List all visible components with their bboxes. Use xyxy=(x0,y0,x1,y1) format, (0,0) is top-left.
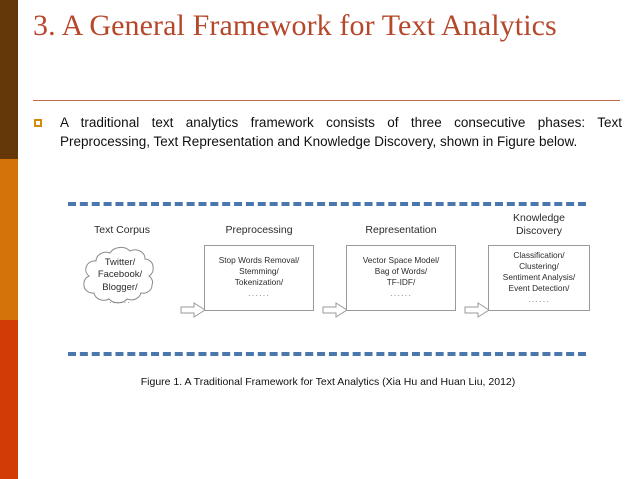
accent-segment-red-orange xyxy=(0,320,18,479)
representation-line-2: Bag of Words/ xyxy=(374,266,428,276)
title-divider-rule xyxy=(33,100,620,101)
representation-line-1: Vector Space Model/ xyxy=(362,255,440,265)
knowledge-line-1: Classification/ xyxy=(513,250,565,260)
page-title: 3. A General Framework for Text Analytic… xyxy=(33,9,557,42)
accent-segment-orange xyxy=(0,159,18,320)
stage-label-text-corpus: Text Corpus xyxy=(93,224,151,236)
cloud-line-3: Blogger/ xyxy=(102,281,138,293)
pipeline-stages: Text Corpus Twitter/ Facebook/ Blogger/ … xyxy=(66,212,596,342)
preprocessing-ellipsis: ······ xyxy=(248,291,270,300)
cloud-line-1: Twitter/ xyxy=(104,256,136,268)
right-arrow-icon-3 xyxy=(464,302,490,318)
cloud-text: Twitter/ Facebook/ Blogger/ ······ xyxy=(72,257,168,310)
stage-label-knowledge-discovery: Knowledge Discovery xyxy=(513,212,565,237)
knowledge-line-4: Event Detection/ xyxy=(508,283,570,293)
figure-bottom-dashed-divider xyxy=(68,352,586,356)
stage-box-knowledge-discovery: Classification/ Clustering/ Sentiment An… xyxy=(488,245,590,311)
bullet-list-item: A traditional text analytics framework c… xyxy=(34,113,622,151)
right-arrow-icon-2 xyxy=(322,302,348,318)
knowledge-ellipsis: ······ xyxy=(528,297,550,306)
figure-caption: Figure 1. A Traditional Framework for Te… xyxy=(140,376,516,388)
figure-top-dashed-divider xyxy=(68,202,586,206)
knowledge-line-2: Clustering/ xyxy=(519,261,559,271)
square-bullet-icon xyxy=(34,119,42,127)
preprocessing-line-1: Stop Words Removal/ xyxy=(218,255,300,265)
cloud-line-2: Facebook/ xyxy=(97,269,143,280)
stage-label-representation: Representation xyxy=(365,224,437,236)
stage-preprocessing: Preprocessing Stop Words Removal/ Stemmi… xyxy=(204,224,314,311)
stage-box-preprocessing: Stop Words Removal/ Stemming/ Tokenizati… xyxy=(204,244,314,311)
accent-segment-dark-brown xyxy=(0,0,18,159)
preprocessing-line-3: Tokenization/ xyxy=(234,277,284,287)
stage-knowledge-discovery: Knowledge Discovery Classification/ Clus… xyxy=(488,212,590,311)
cloud-ellipsis: ······ xyxy=(109,298,131,307)
representation-line-3: TF-IDF/ xyxy=(386,277,416,287)
preprocessing-line-2: Stemming/ xyxy=(239,266,279,276)
cloud-shape: Twitter/ Facebook/ Blogger/ ······ xyxy=(72,245,168,317)
knowledge-line-3: Sentiment Analysis/ xyxy=(502,272,576,282)
left-accent-bar xyxy=(0,0,18,479)
figure-container: Text Corpus Twitter/ Facebook/ Blogger/ … xyxy=(18,190,638,410)
representation-ellipsis: ······ xyxy=(390,291,412,300)
stage-text-corpus: Text Corpus Twitter/ Facebook/ Blogger/ … xyxy=(72,224,172,317)
right-arrow-icon-1 xyxy=(180,302,206,318)
stage-box-representation: Vector Space Model/ Bag of Words/ TF-IDF… xyxy=(346,244,456,311)
bullet-paragraph-text: A traditional text analytics framework c… xyxy=(60,115,622,149)
stage-representation: Representation Vector Space Model/ Bag o… xyxy=(346,224,456,311)
stage-label-preprocessing: Preprocessing xyxy=(225,224,293,236)
